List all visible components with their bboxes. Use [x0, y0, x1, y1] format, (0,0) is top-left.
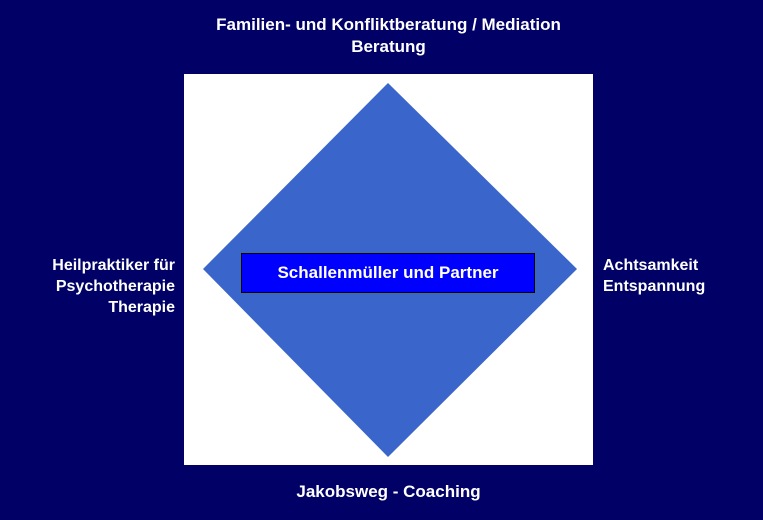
center-label: Schallenmüller und Partner	[277, 263, 499, 282]
left-label-line-2: Psychotherapie	[55, 278, 175, 295]
right-label-line-2: Entspannung	[603, 278, 706, 295]
top-label: Familien- und Konfliktberatung / Mediati…	[0, 14, 763, 58]
center-box: Schallenmüller und Partner	[241, 253, 535, 293]
bottom-label: Jakobsweg - Coaching	[296, 482, 481, 501]
left-label-line-3: Therapie	[108, 299, 175, 316]
top-label-line-2: Beratung	[351, 37, 426, 56]
right-label-line-1: Achtsamkeit	[603, 257, 699, 274]
left-label: Heilpraktiker für Psychotherapie Therapi…	[0, 255, 175, 318]
right-label: Achtsamkeit Entspannung	[603, 255, 761, 297]
top-label-line-1: Familien- und Konfliktberatung / Mediati…	[216, 15, 561, 34]
left-label-line-1: Heilpraktiker für	[52, 257, 175, 274]
